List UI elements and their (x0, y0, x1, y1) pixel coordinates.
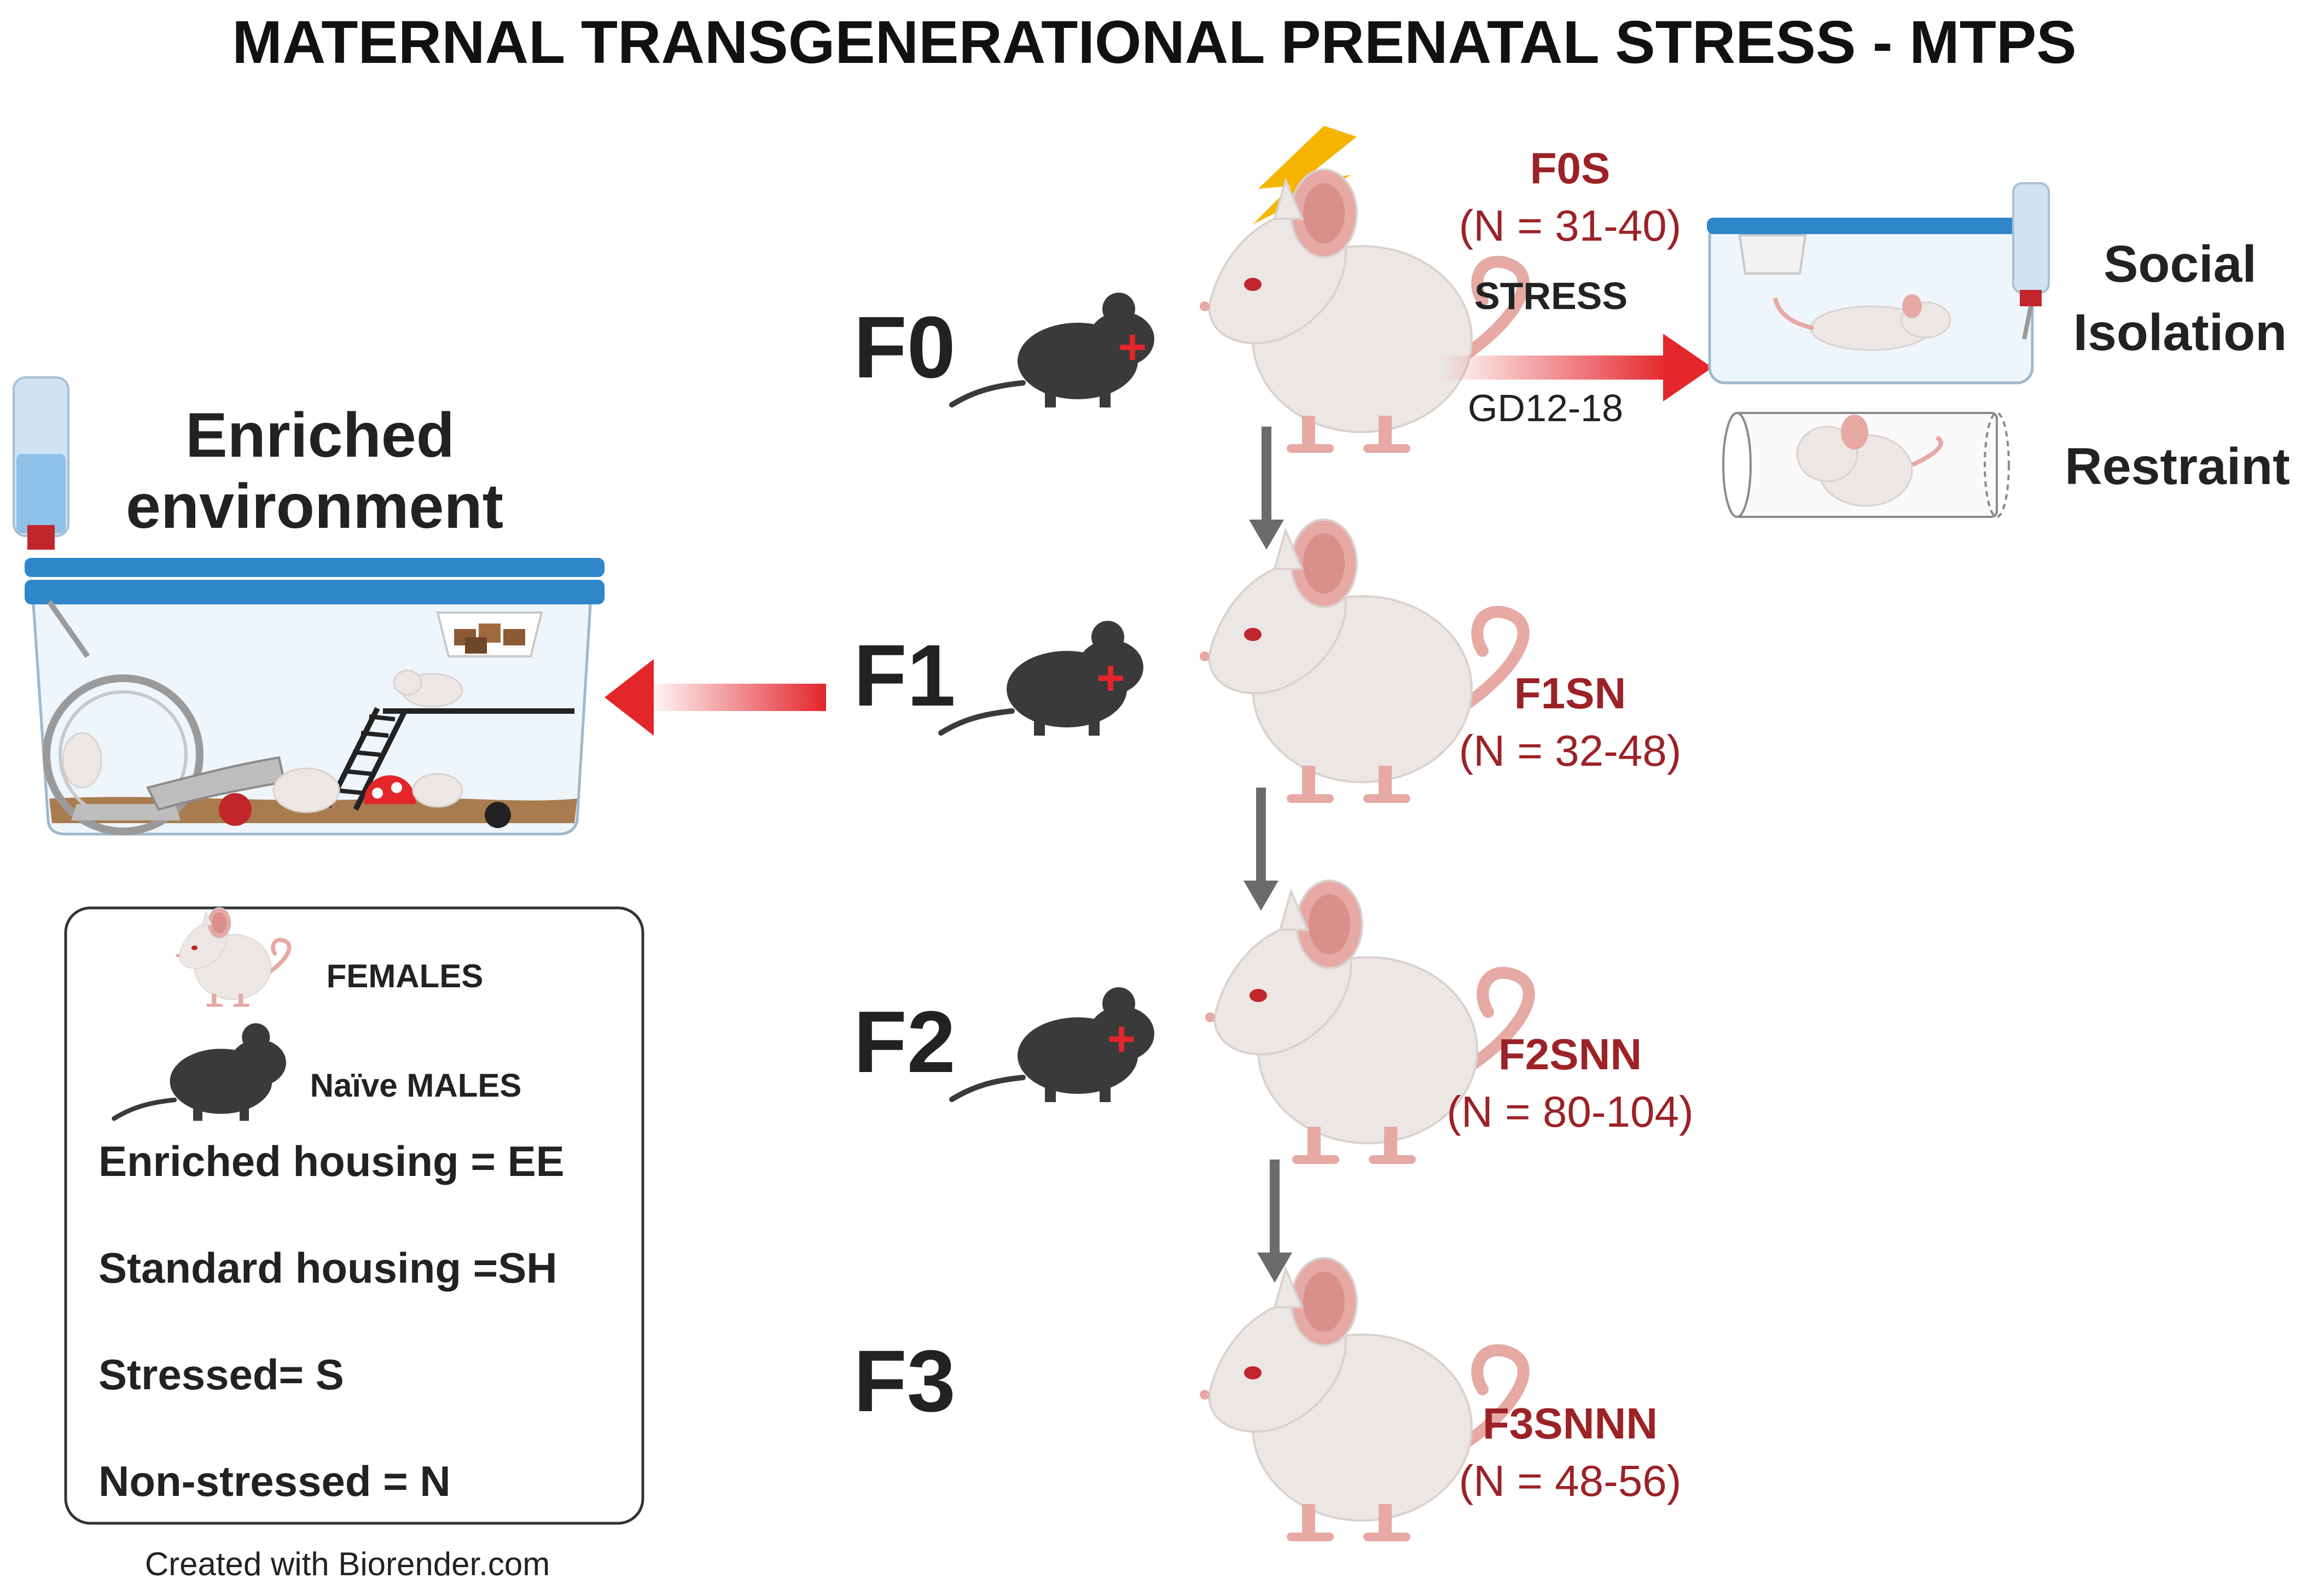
down-arrow-icon (1243, 788, 1279, 911)
stress-method-restraint: Restraint (2065, 438, 2290, 496)
legend-item: Enriched housing = EE (98, 1137, 565, 1185)
lightning-icon (1253, 126, 1357, 224)
enriched-cage (13, 376, 605, 836)
legend-item: Stressed= S (98, 1350, 344, 1399)
group-n-f2: (N = 80-104) (1446, 1087, 1693, 1136)
generation-label-f0: F0 (853, 298, 956, 396)
stress-arrow-head (1663, 334, 1712, 401)
stress-method-social: Social (2103, 235, 2257, 293)
plus-sign: + (1096, 651, 1125, 706)
group-label-f3: F3SNNN (1483, 1399, 1658, 1448)
diagram-title: MATERNAL TRANSGENERATIONAL PRENATAL STRE… (232, 9, 2076, 76)
restraint-tube (1722, 412, 2010, 518)
stress-label: STRESS (1474, 275, 1628, 317)
generation-label-f3: F3 (853, 1332, 956, 1430)
enriched-title-line1: Enriched (185, 400, 455, 470)
down-arrow-icon (1249, 427, 1284, 550)
stress-window: GD12-18 (1468, 387, 1623, 429)
group-n-f1: (N = 32-48) (1459, 726, 1682, 775)
plus-sign: + (1118, 320, 1147, 375)
enriched-arrow-shaft (646, 684, 826, 711)
stress-method-isolation: Isolation (2073, 304, 2287, 362)
credit-text: Created with Biorender.com (145, 1546, 550, 1582)
legend-females-label: FEMALES (327, 958, 484, 994)
down-arrow-icon (1257, 1160, 1292, 1283)
group-label-f0: F0S (1530, 144, 1611, 193)
enriched-title-line2: environment (126, 471, 503, 541)
generation-label-f1: F1 (853, 626, 956, 724)
plus-sign: + (1107, 1012, 1136, 1067)
stress-arrow-shaft (1439, 356, 1669, 380)
legend-item: Standard housing =SH (98, 1244, 557, 1292)
isolation-cage (1707, 182, 2050, 385)
legend-box (64, 906, 644, 1525)
legend-males-label: Naïve MALES (310, 1067, 522, 1104)
enriched-arrow-head (605, 659, 654, 736)
generation-label-f2: F2 (853, 993, 956, 1091)
group-n-f3: (N = 48-56) (1459, 1457, 1682, 1505)
group-label-f1: F1SN (1514, 669, 1626, 718)
group-label-f2: F2SNN (1498, 1030, 1642, 1079)
group-n-f0: (N = 31-40) (1459, 201, 1682, 250)
legend-item: Non-stressed = N (98, 1457, 451, 1505)
